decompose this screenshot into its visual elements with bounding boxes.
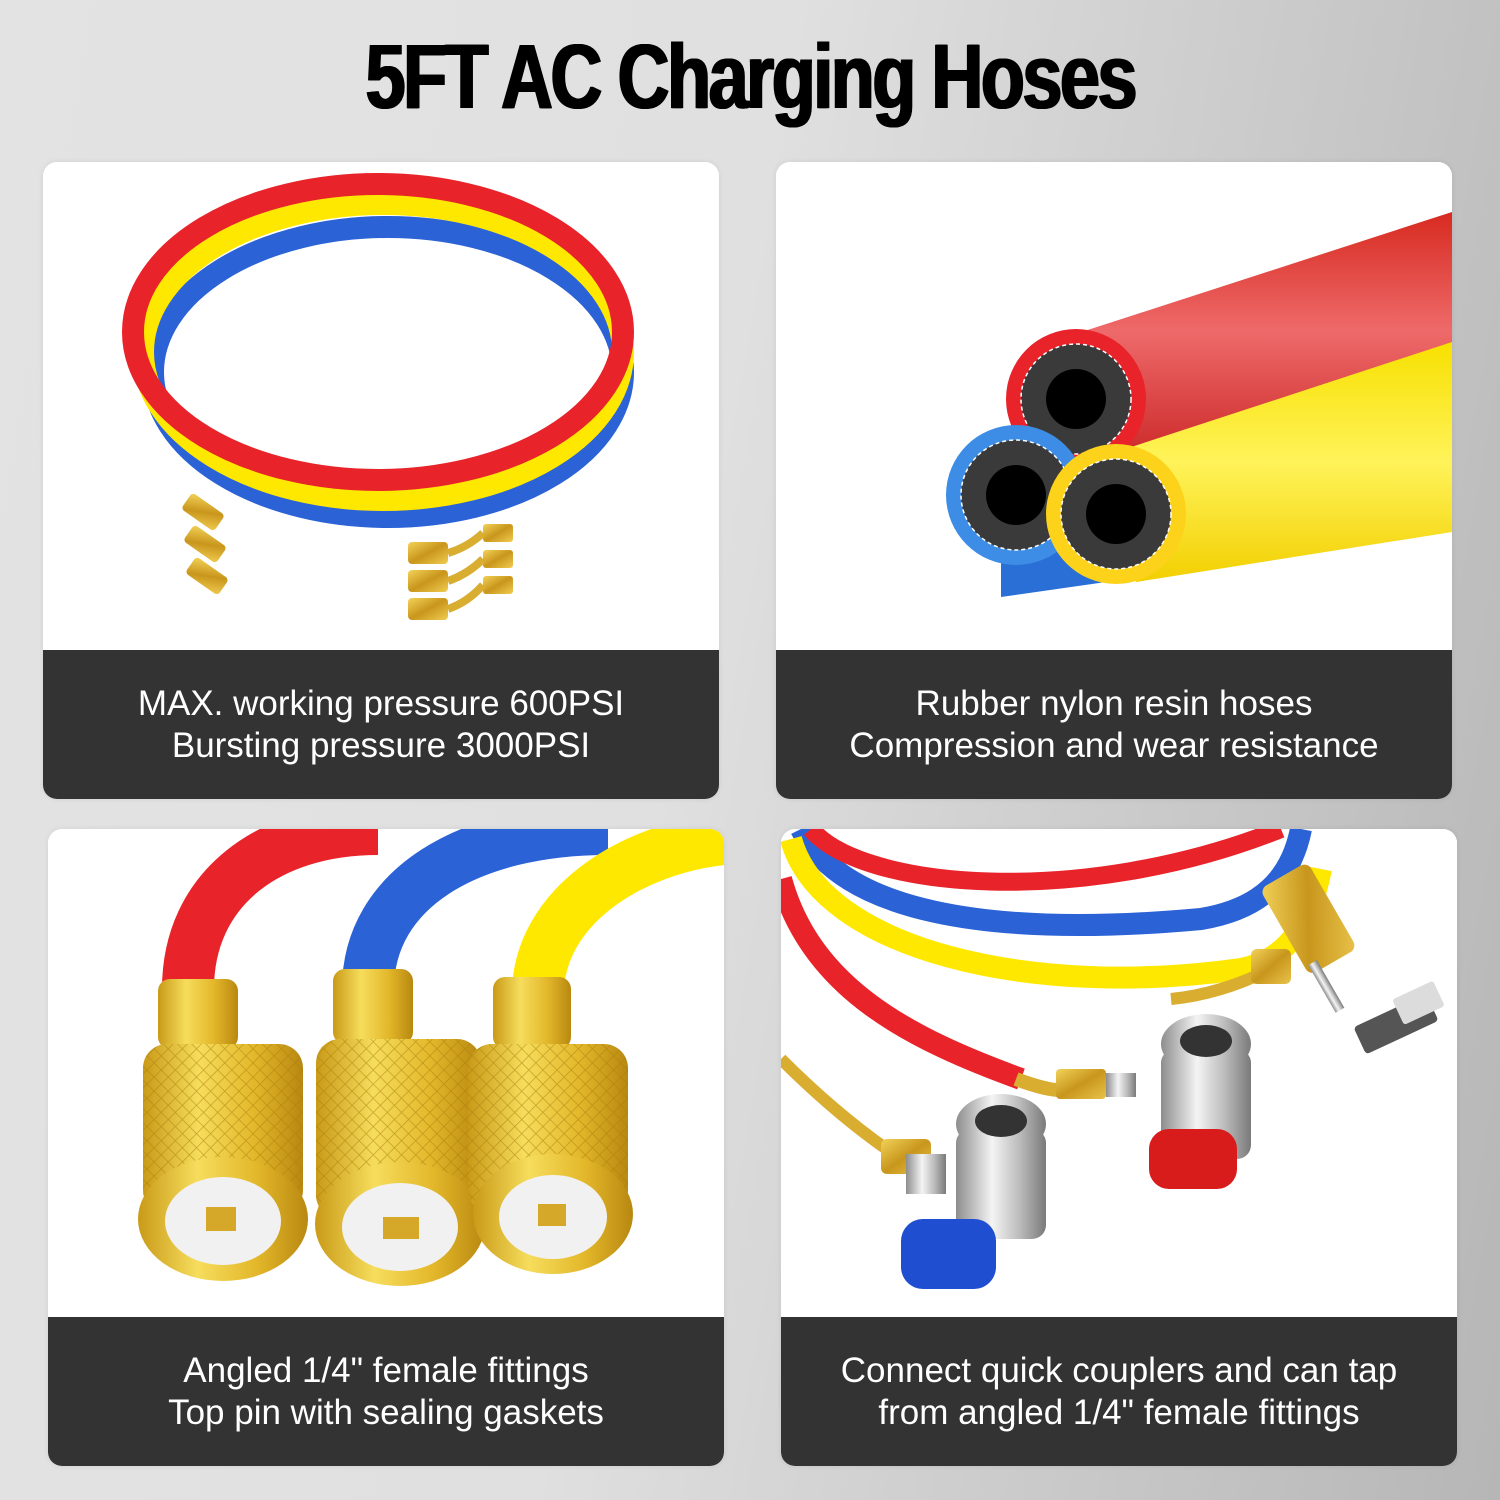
caption-box: Rubber nylon resin hoses Compression and… — [776, 650, 1452, 799]
caption-line-1: MAX. working pressure 600PSI — [137, 683, 625, 723]
coiled-hoses-image — [43, 162, 719, 650]
fitting-yellow — [468, 977, 633, 1274]
feature-panel-couplers: Connect quick couplers and can tap from … — [781, 829, 1457, 1466]
feature-panel-fittings: Angled 1/4" female fittings Top pin with… — [48, 829, 724, 1466]
can-tap-valve — [1170, 864, 1444, 1054]
red-hose — [781, 876, 1025, 1090]
yellow-hose-end — [1046, 444, 1186, 584]
caption-line-2: from angled 1/4" female fittings — [878, 1392, 1360, 1432]
quick-couplers-image — [781, 829, 1457, 1317]
caption-line-1: Angled 1/4" female fittings — [183, 1350, 589, 1390]
blue-hose — [342, 829, 609, 991]
caption-line-1: Rubber nylon resin hoses — [915, 683, 1313, 723]
red-hose — [162, 829, 379, 990]
brass-fittings-image — [48, 829, 724, 1317]
page-title: 5FT AC Charging Hoses — [365, 26, 1137, 128]
hose-cross-section-image — [776, 162, 1452, 650]
red-quick-coupler — [1149, 1014, 1251, 1189]
caption-line-2: Top pin with sealing gaskets — [168, 1392, 604, 1432]
caption-line-1: Connect quick couplers and can tap — [840, 1350, 1398, 1390]
fitting-red — [138, 979, 308, 1281]
yellow-hose — [132, 193, 634, 511]
caption-line-2: Compression and wear resistance — [849, 725, 1379, 765]
caption-line-2: Bursting pressure 3000PSI — [171, 725, 591, 765]
blue-quick-coupler — [901, 1094, 1046, 1289]
yellow-hose — [512, 829, 724, 996]
feature-panel-pressure: MAX. working pressure 600PSI Bursting pr… — [43, 162, 719, 799]
fitting-blue — [315, 969, 485, 1286]
feature-panel-material: Rubber nylon resin hoses Compression and… — [776, 162, 1452, 799]
caption-box: MAX. working pressure 600PSI Bursting pr… — [43, 650, 719, 799]
red-hose — [122, 173, 634, 491]
caption-box: Connect quick couplers and can tap from … — [781, 1317, 1457, 1466]
caption-box: Angled 1/4" female fittings Top pin with… — [48, 1317, 724, 1466]
